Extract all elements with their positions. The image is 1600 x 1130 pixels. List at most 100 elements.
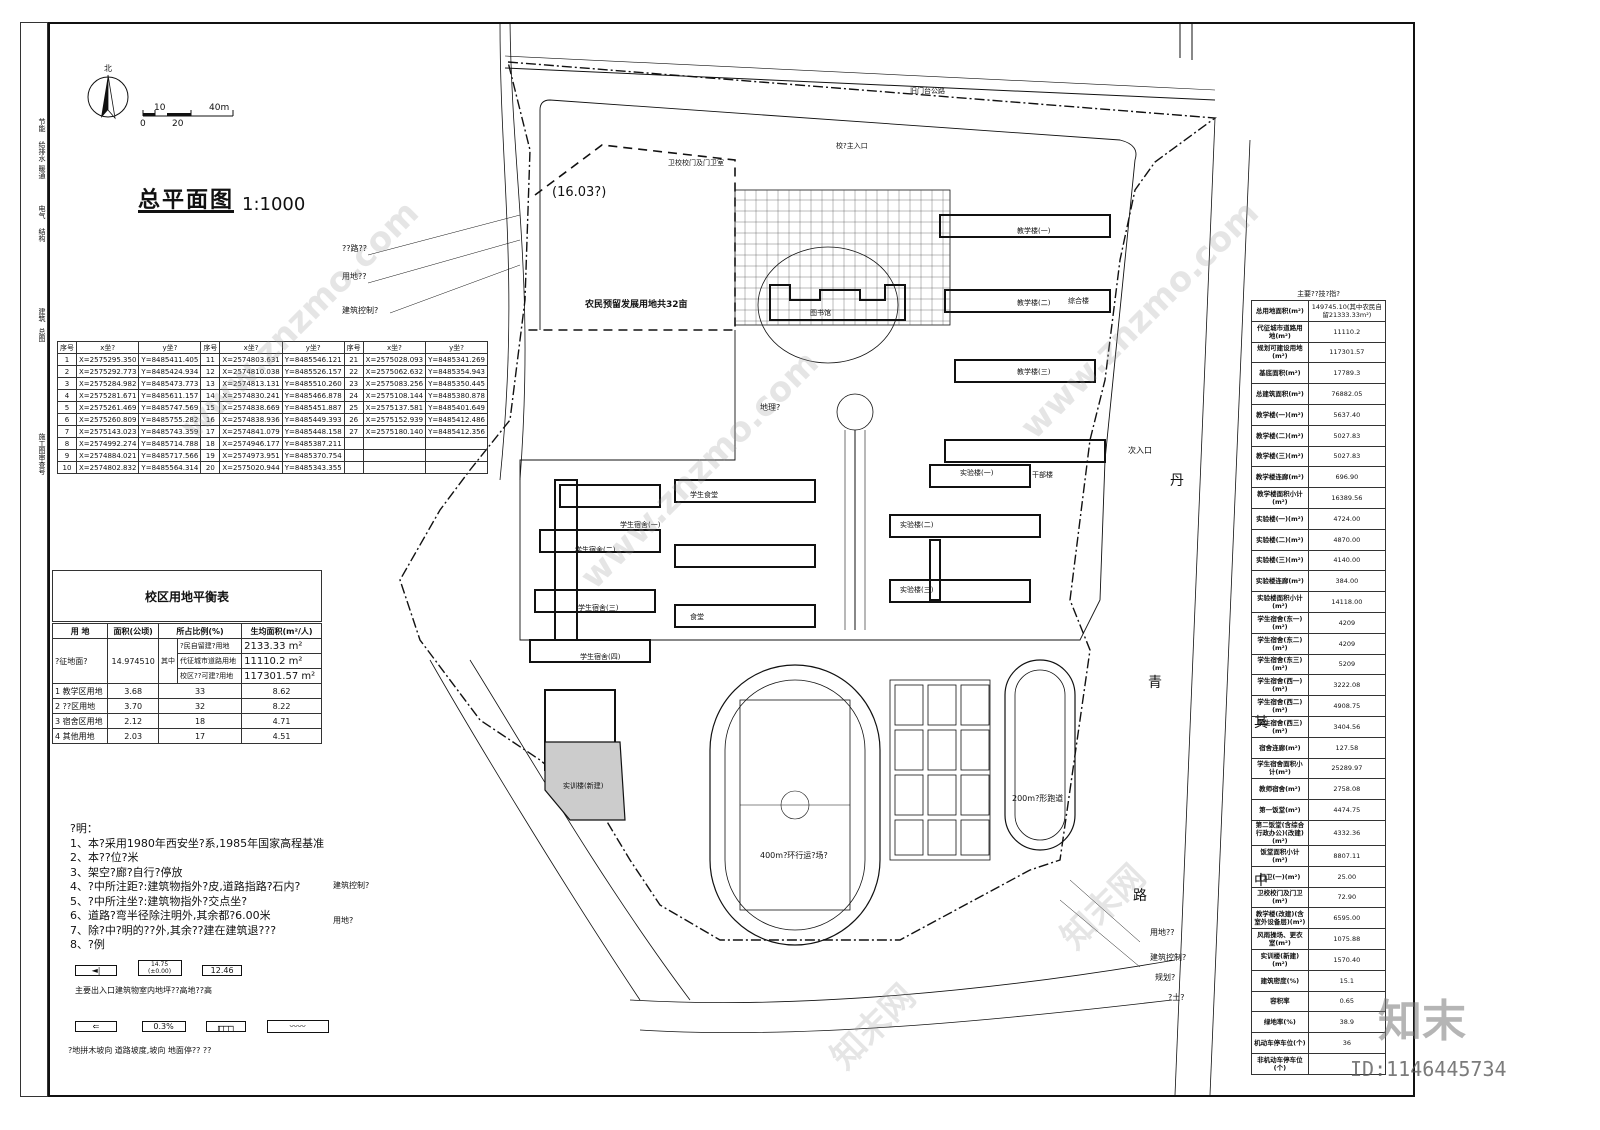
econ-item: 第一饭堂(m²) bbox=[1251, 799, 1309, 821]
coord-header-cell: 序号 bbox=[343, 341, 364, 354]
econ-item: 饭堂面积小计(m²) bbox=[1251, 844, 1309, 867]
coord-cell: 5 bbox=[57, 401, 77, 414]
econ-value: 149745.10(其中农民自留21333.33m²) bbox=[1307, 300, 1387, 322]
coord-cell: 20 bbox=[200, 461, 221, 474]
building-label-12: 实训楼(新建) bbox=[563, 782, 604, 790]
coord-cell: Y=8485448.158 bbox=[281, 425, 345, 438]
coord-cell: Y=8485510.260 bbox=[281, 377, 345, 390]
econ-item: 实验楼(三)(m²) bbox=[1251, 549, 1309, 572]
balance-cell: 33 bbox=[158, 683, 243, 699]
econ-item: 学生宿舍面积小计(m²) bbox=[1251, 757, 1309, 780]
econ-item: 机动车停车位(个) bbox=[1251, 1032, 1309, 1054]
border-stamp: 建筑 bbox=[38, 308, 46, 322]
econ-item: 卫校校门及门卫(m²) bbox=[1251, 886, 1309, 909]
econ-row: 教学楼(改建)(含室外设备层)(m²)6595.00 bbox=[1251, 907, 1387, 930]
balance-cell: 8.22 bbox=[241, 698, 322, 714]
econ-item: 实训楼(新建)(m²) bbox=[1251, 948, 1309, 971]
econ-row: 学生宿舍(西二)(m²)4908.75 bbox=[1251, 695, 1387, 717]
legend-caption-2: ?地拼木坡向 道路坡度,坡向 地面停?? ?? bbox=[68, 1046, 212, 1055]
coord-cell: Y=8485451.887 bbox=[281, 401, 345, 414]
road-label-qing: 青 bbox=[1148, 675, 1162, 691]
coord-cell: X=2575284.982 bbox=[75, 377, 140, 390]
econ-item: 第二饭堂(含综合行政办公)(改建)(m²) bbox=[1251, 819, 1309, 846]
border-stamp: 结构 bbox=[38, 228, 46, 242]
balance-cell: 2.12 bbox=[107, 713, 160, 729]
scale-bar-40: 40m bbox=[209, 103, 230, 113]
econ-table-title: 主要??技?指? bbox=[1297, 290, 1340, 298]
entrance-label: 次入口 bbox=[1128, 446, 1152, 455]
econ-row: 宿舍连廊(m²)127.58 bbox=[1251, 736, 1387, 759]
coord-cell: 24 bbox=[343, 389, 364, 402]
building-label-1: 教学楼(一) bbox=[1017, 227, 1051, 235]
coord-cell: X=2575260.809 bbox=[75, 413, 140, 426]
econ-row: 学生宿舍(东二)(m²)4209 bbox=[1251, 632, 1387, 655]
coord-header-cell: x坐? bbox=[362, 341, 427, 354]
land-balance-table: 用 地面积(公顷)所占比例(%)生均面积(m²/人) ?征地面? 14.9745… bbox=[51, 623, 322, 744]
econ-row: 实训楼(新建)(m²)1570.40 bbox=[1251, 948, 1387, 971]
econ-item: 教学楼连廊(m²) bbox=[1251, 466, 1309, 489]
coord-cell bbox=[425, 437, 488, 450]
border-stamp: 节能 bbox=[38, 118, 46, 132]
coord-cell: X=2575062.632 bbox=[362, 365, 427, 378]
border-stamp: 施工图审查号 bbox=[38, 433, 46, 475]
econ-value: 4474.75 bbox=[1307, 799, 1387, 821]
econ-item: 教学楼(一)(m²) bbox=[1251, 403, 1309, 426]
econ-item: 学生宿舍(东二)(m²) bbox=[1251, 632, 1309, 655]
ground-level-symbol-icon: 12.46 bbox=[202, 965, 243, 976]
field-200-label: 200m?形跑道 bbox=[1012, 794, 1064, 803]
floor-level-symbol-icon: 14.75 (±0.00) bbox=[137, 960, 182, 976]
econ-row: 教学楼(三)(m²)5027.83 bbox=[1251, 445, 1387, 468]
coord-cell: Y=8485401.649 bbox=[425, 401, 488, 414]
econ-item: 教学楼(改建)(含室外设备层)(m²) bbox=[1251, 907, 1309, 930]
land-label: ?征地面? bbox=[51, 638, 109, 684]
coord-header-cell: y坐? bbox=[138, 341, 202, 354]
econ-row: 实验楼(三)(m²)4140.00 bbox=[1251, 549, 1387, 572]
coord-cell: X=2574884.021 bbox=[75, 449, 140, 462]
coord-header-cell: 序号 bbox=[200, 341, 221, 354]
balance-cell: 4.71 bbox=[241, 713, 322, 729]
econ-row: 门卫(一)(m²)25.00 bbox=[1251, 865, 1387, 888]
site-boundary bbox=[399, 61, 1217, 941]
coord-cell: X=2574973.951 bbox=[219, 449, 283, 462]
econ-value: 127.58 bbox=[1307, 736, 1387, 759]
field-400-label: 400m?环行运?场? bbox=[760, 851, 828, 860]
coord-cell: 21 bbox=[343, 353, 364, 366]
building-label-10: 学生宿舍(四) bbox=[580, 653, 621, 661]
econ-value: 6595.00 bbox=[1307, 907, 1387, 930]
econ-row: 代征城市道路用地(m²)11110.2 bbox=[1251, 320, 1387, 343]
econ-item: 教学楼(三)(m²) bbox=[1251, 445, 1309, 468]
road-slope-symbol-icon: 0.3% bbox=[141, 1021, 186, 1032]
econ-row: 规划可建设用地(m²)117301.57 bbox=[1251, 341, 1387, 364]
econ-value: 25289.97 bbox=[1307, 757, 1387, 780]
econ-item: 实验楼(一)(m²) bbox=[1251, 507, 1309, 530]
econ-value: 5637.40 bbox=[1307, 403, 1387, 426]
coord-cell: Y=8485526.157 bbox=[281, 365, 345, 378]
econ-value: 5027.83 bbox=[1307, 424, 1387, 447]
econ-value: 3404.56 bbox=[1307, 715, 1387, 738]
economic-indicator-table: 总用地面积(m²)149745.10(其中农民自留21333.33m²)代征城市… bbox=[1251, 300, 1387, 1075]
econ-item: 学生宿舍(西一)(m²) bbox=[1251, 674, 1309, 697]
econ-value: 4870.00 bbox=[1307, 528, 1387, 551]
coord-cell: 27 bbox=[343, 425, 364, 438]
coord-cell: X=2575137.581 bbox=[362, 401, 427, 414]
coord-cell bbox=[362, 437, 427, 450]
note-item: 7、除?中?明的??外,其余??建在建筑退??? bbox=[70, 923, 277, 937]
building-label-15: 食堂 bbox=[690, 613, 704, 621]
econ-item: 规划可建设用地(m²) bbox=[1251, 341, 1309, 364]
coord-cell bbox=[343, 449, 364, 462]
coord-cell: 8 bbox=[57, 437, 77, 450]
scale-bar-0: 0 bbox=[140, 119, 146, 129]
north-arrow-icon bbox=[87, 74, 129, 120]
coord-cell: Y=8485370.754 bbox=[281, 449, 345, 462]
econ-value: 5027.83 bbox=[1307, 445, 1387, 468]
note-item: 3、架空?廊?自行?停放 bbox=[70, 865, 183, 879]
coord-cell: X=2575083.256 bbox=[362, 377, 427, 390]
econ-item: 容积率 bbox=[1251, 990, 1309, 1013]
econ-value: 76882.05 bbox=[1307, 383, 1387, 405]
econ-value: 117301.57 bbox=[1307, 341, 1387, 364]
econ-item: 学生宿舍(东三)(m²) bbox=[1251, 653, 1309, 676]
